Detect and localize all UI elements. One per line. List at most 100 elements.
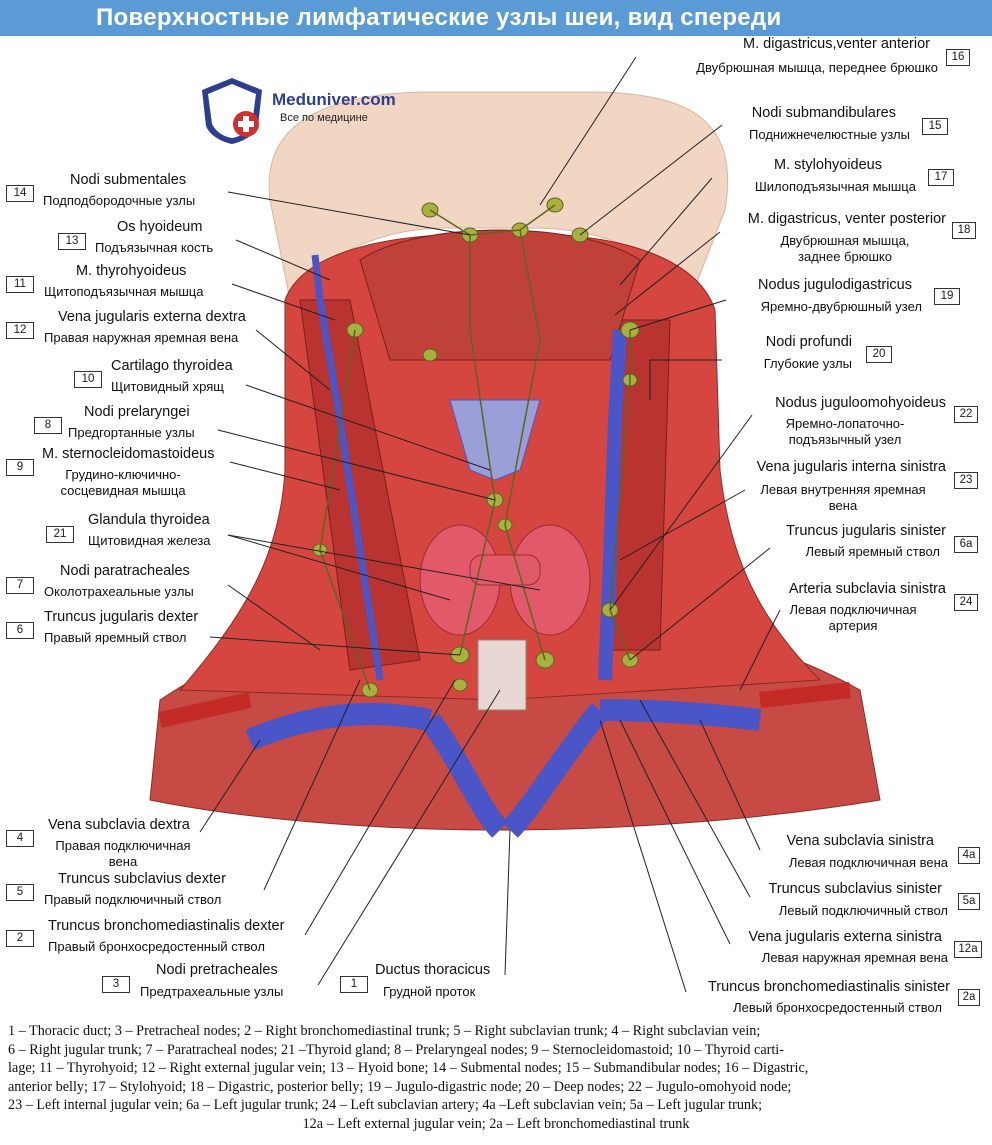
lymph-vessels xyxy=(319,204,631,691)
label-num-18: 18 xyxy=(952,222,976,239)
label-rus-4a: Левая подключичная вена xyxy=(788,855,948,870)
vein-left-jugular-int xyxy=(598,329,627,681)
page-title: Поверхностные лимфатические узлы шеи, ви… xyxy=(96,4,782,31)
label-lat-14: Nodi submentales xyxy=(70,172,187,188)
label-num-2a: 2a xyxy=(958,989,980,1006)
vein-subclavian-right xyxy=(245,703,433,751)
label-rus-2a: Левый бронхосредостенный ствол xyxy=(733,1000,942,1015)
label-num-8: 8 xyxy=(34,417,62,434)
label-rus-8: Предгортанные узлы xyxy=(68,425,195,440)
label-lat-6a: Truncus jugularis sinister xyxy=(786,523,946,539)
vein-right-jugular-ext xyxy=(311,254,384,681)
label-lat-9: M. sternocleidomastoideus xyxy=(42,446,215,462)
jaw-skin xyxy=(268,91,729,302)
label-rus-7: Околотрахеальные узлы xyxy=(44,584,194,599)
trachea xyxy=(477,639,527,711)
label-lat-5a: Truncus subclavius sinister xyxy=(768,881,942,897)
label-num-9: 9 xyxy=(6,459,34,476)
label-lat-24: Arteria subclavia sinistra xyxy=(788,581,946,597)
vein-subclavian-left xyxy=(599,699,762,731)
label-lat-16: M. digastricus,venter anterior xyxy=(743,36,930,52)
label-num-7: 7 xyxy=(6,577,34,594)
logo-tagline: Все по медицине xyxy=(280,112,368,124)
label-rus-4a: Правая подключичная xyxy=(55,838,191,853)
label-rus-11: Щитоподъязычная мышца xyxy=(44,284,204,299)
label-lat-18: M. digastricus, venter posterior xyxy=(747,211,946,227)
label-num-5a: 5a xyxy=(958,893,980,910)
vein-brachiocephalic xyxy=(421,703,609,838)
label-rus-14: Подподбородочные узлы xyxy=(43,193,196,208)
label-lat-19: Nodus jugulodigastricus xyxy=(758,277,912,293)
label-rus-10: Щитовидный хрящ xyxy=(111,379,224,394)
label-lat-6: Truncus jugularis dexter xyxy=(44,609,199,625)
label-rus-18b: заднее брюшко xyxy=(798,249,892,264)
legend-line-6: 12a – Left external jugular vein; 2a – L… xyxy=(302,1115,690,1132)
label-num-4: 4 xyxy=(6,830,34,847)
label-num-15: 15 xyxy=(922,118,948,135)
label-num-6: 6 xyxy=(6,622,34,639)
label-lat-4a: Vena subclavia sinistra xyxy=(786,833,935,849)
label-num-3: 3 xyxy=(102,976,130,993)
label-rus-23a: Левая внутренняя яремная xyxy=(760,482,926,497)
label-lat-23: Vena jugularis interna sinistra xyxy=(756,459,946,475)
label-lat-4: Vena subclavia dextra xyxy=(48,817,190,833)
label-num-4a: 4a xyxy=(958,847,980,864)
label-lat-20: Nodi profundi xyxy=(765,334,852,350)
logo: Meduniver.com Все по медицине xyxy=(200,76,440,152)
label-lat-2a: Truncus bronchomediastinalis sinister xyxy=(707,979,950,995)
shield-icon xyxy=(202,78,262,144)
label-lat-1: Ductus thoracicus xyxy=(375,962,491,978)
label-num-12a: 12a xyxy=(954,941,982,958)
legend-line-5: 23 – Left internal jugular vein; 6a – Le… xyxy=(8,1097,763,1113)
label-num-16: 16 xyxy=(946,49,970,66)
label-rus-3: Предтрахеальные узлы xyxy=(140,984,284,999)
label-num-12: 12 xyxy=(6,322,34,339)
label-rus-9b: сосцевидная мышца xyxy=(60,483,186,498)
label-num-17: 17 xyxy=(928,169,954,186)
legend-line-4: anterior belly; 17 – Stylohyoid; 18 – Di… xyxy=(8,1078,792,1095)
label-num-23: 23 xyxy=(954,472,978,489)
legend-line-3: lage; 11 – Thyrohyoid; 12 – Right extern… xyxy=(8,1060,809,1076)
mouth-floor xyxy=(359,229,641,361)
label-rus-21: Щитовидная железа xyxy=(88,533,211,548)
label-rus-22b: подъязычный узел xyxy=(788,432,902,447)
label-num-13: 13 xyxy=(58,233,86,250)
label-rus-6: Правый яремный ствол xyxy=(44,630,187,645)
label-num-1: 1 xyxy=(340,976,368,993)
label-lat-22: Nodus juguloomohyoideus xyxy=(775,395,946,411)
label-num-5: 5 xyxy=(6,884,34,901)
label-rus-24b: артерия xyxy=(828,618,878,633)
label-rus-23b: вена xyxy=(828,498,858,513)
title-bar: Поверхностные лимфатические узлы шеи, ви… xyxy=(0,0,992,36)
label-num-21: 21 xyxy=(46,526,74,543)
label-lat-13: Os hyoideum xyxy=(117,219,203,235)
label-lat-21: Glandula thyroidea xyxy=(88,512,210,528)
label-rus-9a: Грудино-ключично- xyxy=(65,467,181,482)
thyroid-isthmus xyxy=(469,554,541,586)
label-rus-5: Правый подключичный ствол xyxy=(44,892,222,907)
label-num-6a: 6a xyxy=(954,536,978,553)
legend: 1 – Thoracic duct; 3 – Pretracheal nodes… xyxy=(8,1022,984,1133)
label-num-10: 10 xyxy=(74,371,102,388)
label-rus-6a: Левый яремный ствол xyxy=(805,544,940,559)
label-num-2: 2 xyxy=(6,930,34,947)
label-num-24: 24 xyxy=(954,594,978,611)
label-rus-1: Грудной проток xyxy=(383,984,476,999)
logo-name: Meduniver.com xyxy=(272,90,396,109)
label-rus-17: Шилоподъязычная мышца xyxy=(754,179,916,194)
artery-subclavian-right xyxy=(158,692,252,728)
neck-illustration xyxy=(149,56,881,993)
label-lat-11: M. thyrohyoideus xyxy=(76,263,187,279)
label-rus-4b: вена xyxy=(108,854,138,869)
label-rus-15: Поднижнечелюстные узлы xyxy=(749,127,910,142)
label-num-11: 11 xyxy=(6,276,34,293)
label-lat-10: Cartilago thyroidea xyxy=(111,358,233,374)
label-lat-5: Truncus subclavius dexter xyxy=(58,871,226,887)
label-lat-12a: Vena jugularis externa sinistra xyxy=(748,929,942,945)
label-lat-7: Nodi paratracheales xyxy=(60,563,190,579)
label-lat-8: Nodi prelaryngei xyxy=(84,404,190,420)
label-rus-19: Яремно-двубрюшный узел xyxy=(760,299,922,314)
artery-subclavian-left xyxy=(759,682,851,708)
label-rus-2: Правый бронхосредостенный ствол xyxy=(48,939,265,954)
label-lat-15: Nodi submandibulares xyxy=(751,105,896,121)
